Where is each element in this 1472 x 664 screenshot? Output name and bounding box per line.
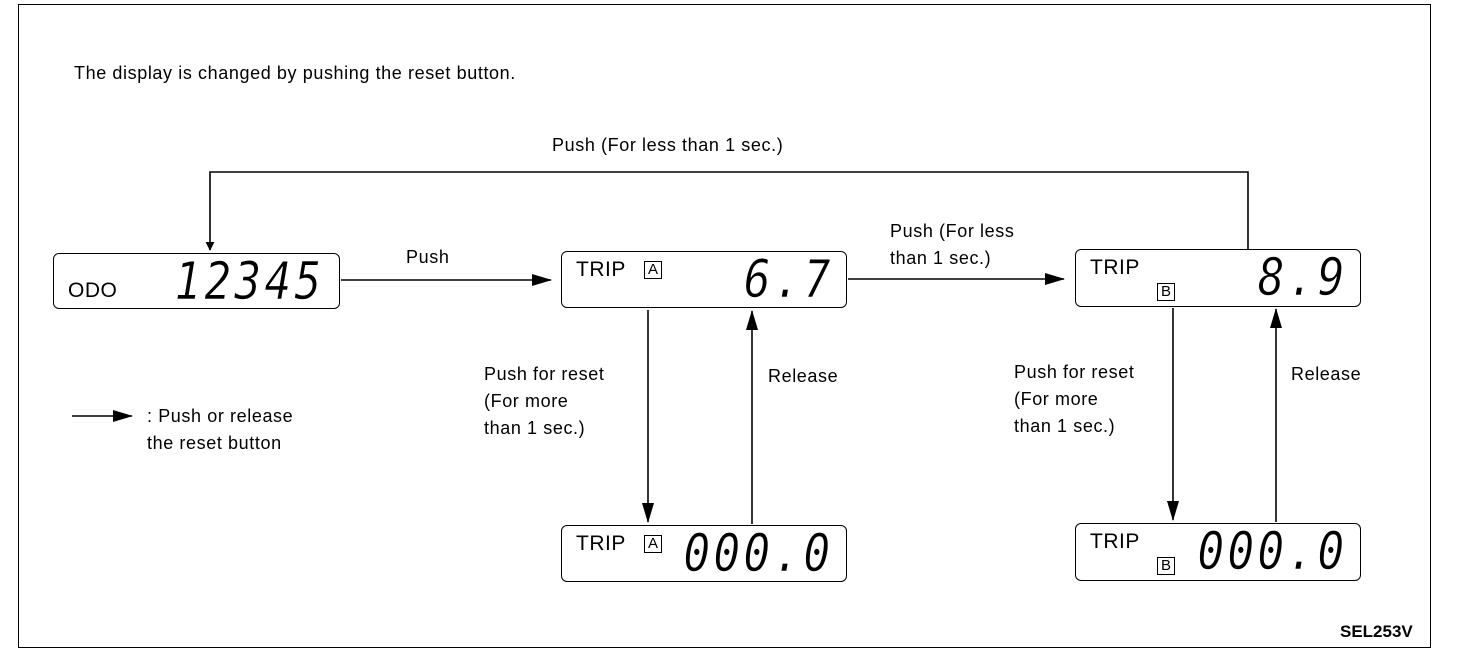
- trip-b-reset-tag: B: [1157, 557, 1175, 575]
- odo-display: ODO 12345: [53, 253, 340, 309]
- trip-b-label: TRIP: [1090, 256, 1140, 279]
- trip-a-reset-tag: A: [644, 535, 662, 553]
- figure-frame: [18, 4, 1431, 648]
- intro-text: The display is changed by pushing the re…: [74, 63, 516, 83]
- reset-label-a: Push for reset (For more than 1 sec.): [484, 364, 605, 438]
- reset-label-b: Push for reset (For more than 1 sec.): [1014, 362, 1135, 436]
- release-label-b: Release: [1291, 364, 1362, 384]
- trip-b-display: TRIP B 8.9: [1075, 249, 1361, 307]
- trip-b-reset-label: TRIP: [1090, 530, 1140, 553]
- release-label-a: Release: [768, 366, 839, 386]
- top-loop-label: Push (For less than 1 sec.): [552, 135, 784, 155]
- trip-a-value: 6.7: [743, 250, 834, 310]
- push-less-label: Push (For less than 1 sec.): [890, 221, 1015, 268]
- push-label: Push: [406, 247, 450, 267]
- trip-a-tag: A: [644, 261, 662, 279]
- trip-a-reset-label: TRIP: [576, 532, 626, 555]
- figure-code: SEL253V: [1340, 622, 1413, 641]
- trip-a-display: TRIP A 6.7: [561, 251, 847, 308]
- odo-label: ODO: [68, 279, 118, 302]
- trip-b-reset-value: 000.0: [1197, 522, 1348, 582]
- legend-text: : Push or release the reset button: [147, 406, 294, 453]
- trip-a-label: TRIP: [576, 258, 626, 281]
- arrow-trip-b-to-odo: [205, 171, 1249, 251]
- trip-a-reset-display: TRIP A 000.0: [561, 525, 847, 582]
- trip-b-reset-display: TRIP B 000.0: [1075, 523, 1361, 581]
- trip-b-value: 8.9: [1257, 248, 1348, 308]
- trip-a-reset-value: 000.0: [683, 524, 834, 584]
- odo-value: 12345: [174, 252, 325, 312]
- trip-b-tag: B: [1157, 283, 1175, 301]
